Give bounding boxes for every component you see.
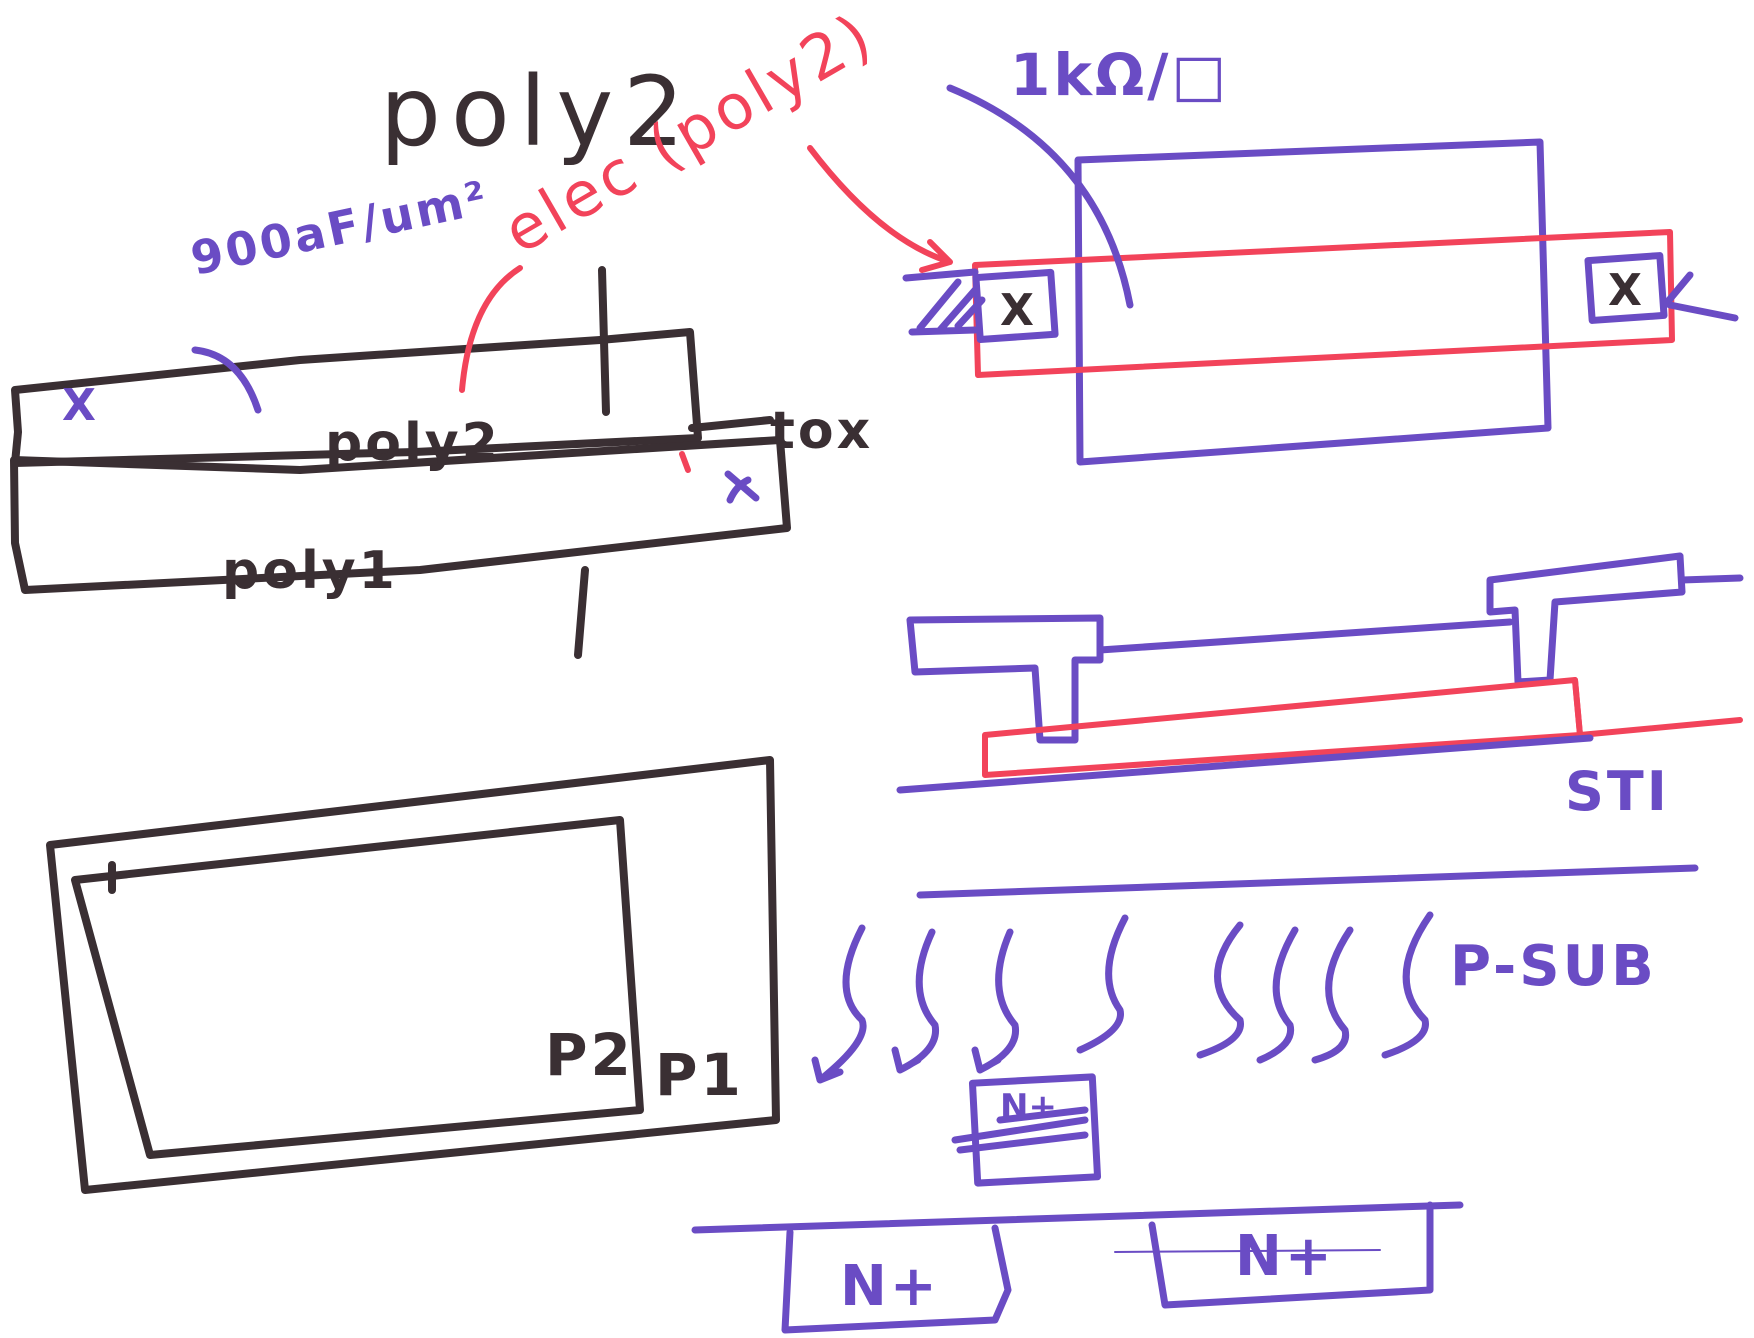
bottom-surface <box>691 1201 1464 1234</box>
sti-left-plug <box>906 614 1104 744</box>
small-diffusion-label: N+ <box>1000 1087 1057 1127</box>
electrode-arrow <box>807 145 953 273</box>
sheet-resistance-label: 1kΩ/□ <box>1010 41 1229 109</box>
layout-poly2-label: P2 <box>545 1021 634 1089</box>
poly1-layer-label: poly1 <box>222 541 398 601</box>
poly1-outline <box>46 756 780 1194</box>
sheet-resistance-leader <box>946 84 1134 309</box>
layout-poly1-label: P1 <box>655 1041 744 1109</box>
right-well-divider <box>1114 1249 1381 1253</box>
contact-left-marker: X <box>1000 285 1034 336</box>
poly1-terminal-lead <box>574 566 589 659</box>
poly2-layer-label: poly2 <box>325 413 501 473</box>
capacitor-cross-section: poly2 poly1 tox X 900aF/um² <box>10 170 873 659</box>
substrate-label: P-SUB <box>1450 934 1657 999</box>
right-well <box>1148 1201 1434 1309</box>
contact-left-hatch <box>902 268 986 336</box>
corner-marker: X <box>62 380 96 431</box>
sti-right-plug <box>1486 552 1686 686</box>
capacitor-layout-view: P2 P1 <box>46 756 780 1194</box>
sti-label: STI <box>1565 760 1670 823</box>
capacitance-leader <box>191 346 262 414</box>
oxide-leader <box>688 416 774 432</box>
contact-right <box>1584 252 1668 324</box>
capacitance-density-label: 900aF/um² <box>186 170 494 286</box>
resistor-outline <box>1074 138 1552 466</box>
sti-base-line <box>896 734 1594 794</box>
resistor-layout: X X 1kΩ/□ <box>902 41 1739 466</box>
title-label: poly2 <box>380 56 694 168</box>
substrate-section: P-SUB N+ <box>811 864 1699 1187</box>
oxide-label: tox <box>770 401 873 461</box>
edge-marker-right <box>724 470 760 504</box>
substrate-surface <box>916 864 1699 899</box>
small-diffusion-hatch <box>951 1106 1089 1154</box>
sti-cross-section: STI <box>896 552 1744 823</box>
depletion-arrows <box>811 911 1434 1084</box>
contact-right-hatch <box>1661 271 1739 322</box>
contact-right-marker: X <box>1608 265 1642 316</box>
n-plus-wells: N+ N+ <box>691 1201 1464 1334</box>
small-diffusion-box <box>968 1073 1102 1187</box>
right-well-label: N+ <box>1235 1224 1335 1289</box>
left-well <box>781 1224 1012 1334</box>
electrode-leader <box>459 265 523 393</box>
oxide-red-tick <box>679 451 691 473</box>
sti-surface <box>1096 574 1744 654</box>
poly2-plate <box>11 328 702 467</box>
poly1-plate <box>10 436 791 594</box>
left-well-label: N+ <box>840 1254 940 1319</box>
sti-red-step <box>1572 677 1743 738</box>
poly2-terminal-lead <box>598 266 610 416</box>
poly2-outline <box>71 816 644 1159</box>
